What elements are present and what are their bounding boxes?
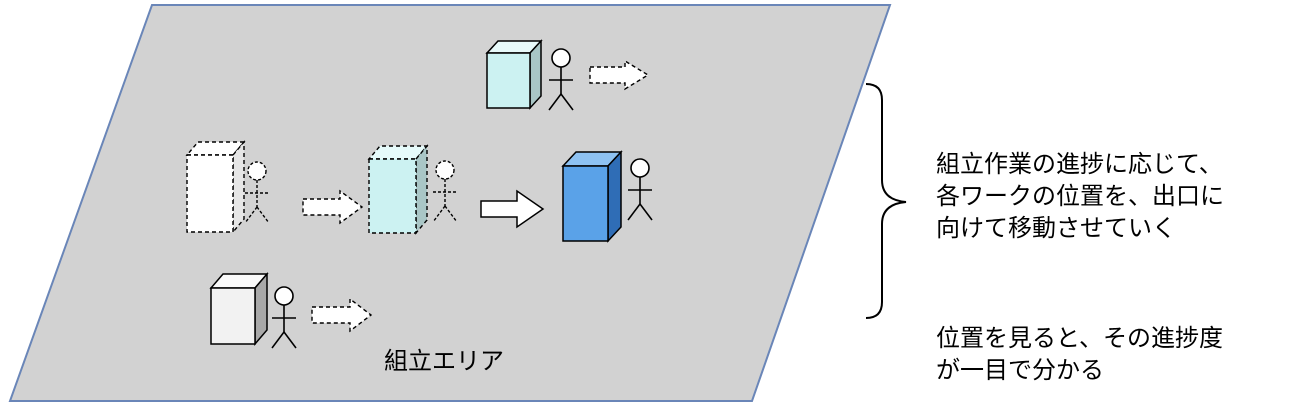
workpiece-start-ghost [185,140,246,234]
workpiece-top [485,39,543,110]
assembly-area-floor [8,4,892,402]
progress-line: 組立作業の進捗に応じて、 [936,150,1223,178]
move-arrow-icon [589,59,650,91]
move-arrow-icon [302,189,364,225]
move-arrow-icon [311,297,373,333]
workpiece-middle-ghost [367,144,429,235]
progress-description: 組立作業の進捗に応じて、 各ワークの位置を、出口に 向けて移動させていく [936,148,1224,244]
glance-line: 位置を見ると、その進捗度 [936,324,1224,352]
progress-line: 各ワークの位置を、出口に [936,182,1224,210]
workpiece-bottom [209,271,269,347]
brace-icon [865,83,907,319]
progress-line: 向けて移動させていく [936,214,1176,242]
area-label: 組立エリア [384,347,504,375]
move-arrow-icon [480,189,545,229]
glance-description: 位置を見ると、その進捗度 が一目で分かる [936,322,1223,386]
glance-line: が一目で分かる [936,356,1104,384]
workpiece-front [561,150,623,243]
